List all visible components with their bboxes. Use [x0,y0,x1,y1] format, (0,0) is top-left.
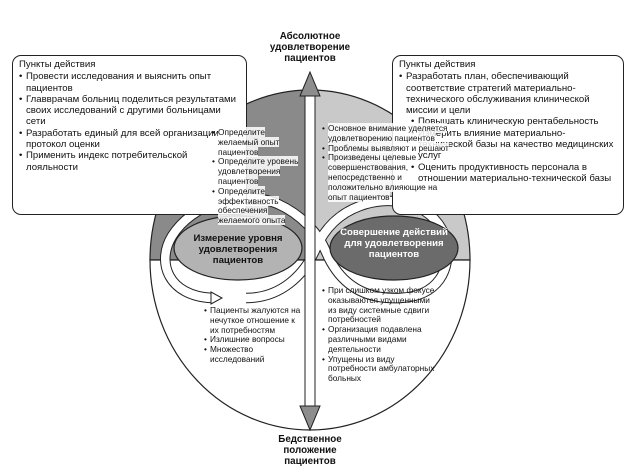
quadrant-item: Излишние вопросы [204,335,304,345]
down-arrow-icon [299,405,321,432]
quadrant-item: Определите эффективность обеспечения жел… [212,185,306,226]
quadrant-item: Множество исследований [204,344,304,365]
right-action-item: Разработать план, обеспечивающий соответ… [399,71,617,116]
bottom-left-quadrant-list: Пациенты жалуются на нечуткое отношение … [204,305,304,365]
left-action-item: Применить индекс потребительской лояльно… [19,150,240,173]
up-arrow-icon [299,70,321,97]
quadrant-item: Произведены целевые совершенствования, н… [322,152,456,202]
quadrant-item: Основное внимание уделяется удовлетворен… [322,123,456,144]
right-action-title: Пункты действия [399,59,476,70]
left-action-item: Провести исследования и выяснить опыт па… [19,71,240,94]
quadrant-item: Упущены из виду потребности амбулаторных… [322,354,440,384]
right-action-item: Повышать клиническую рентабельность [399,116,617,128]
left-action-title: Пункты действия [19,59,96,70]
axis-bottom-label: Бедственное положение пациентов [278,434,342,467]
quadrant-item: Определите уровень удовлетворения пациен… [212,156,306,186]
left-ellipse-label: Измерение уровня удовлетворения пациенто… [193,233,283,266]
top-right-quadrant-list: Основное внимание уделяется удовлетворен… [322,123,456,202]
right-ellipse [329,215,459,281]
right-ellipse-label: Совершение действий для удовлетворения п… [340,227,448,260]
loop-arrowhead-icon [210,291,224,305]
quadrant-item: Проблемы выявляют и решают [322,142,456,154]
vertical-axis-shaft [304,93,316,411]
left-action-item: Главврачам больниц поделиться результата… [19,94,240,128]
quadrant-item: Определите желаемый опыт пациентов [212,127,306,157]
quadrant-item: При слишком узком фокусе оказываются упу… [322,285,440,325]
quadrant-item: Пациенты жалуются на нечуткое отношение … [204,305,304,335]
quadrant-item: Организация подавлена различными видами … [322,324,440,354]
left-action-box: Пункты действия Провести исследования и … [12,55,247,215]
axis-top-label: Абсолютное удовлетворение пациентов [269,31,351,64]
left-action-item: Разработать единый для всей организации … [19,128,240,151]
top-left-quadrant-list: Определите желаемый опыт пациентов Опред… [212,127,306,226]
bottom-right-quadrant-list: При слишком узком фокусе оказываются упу… [322,285,440,384]
